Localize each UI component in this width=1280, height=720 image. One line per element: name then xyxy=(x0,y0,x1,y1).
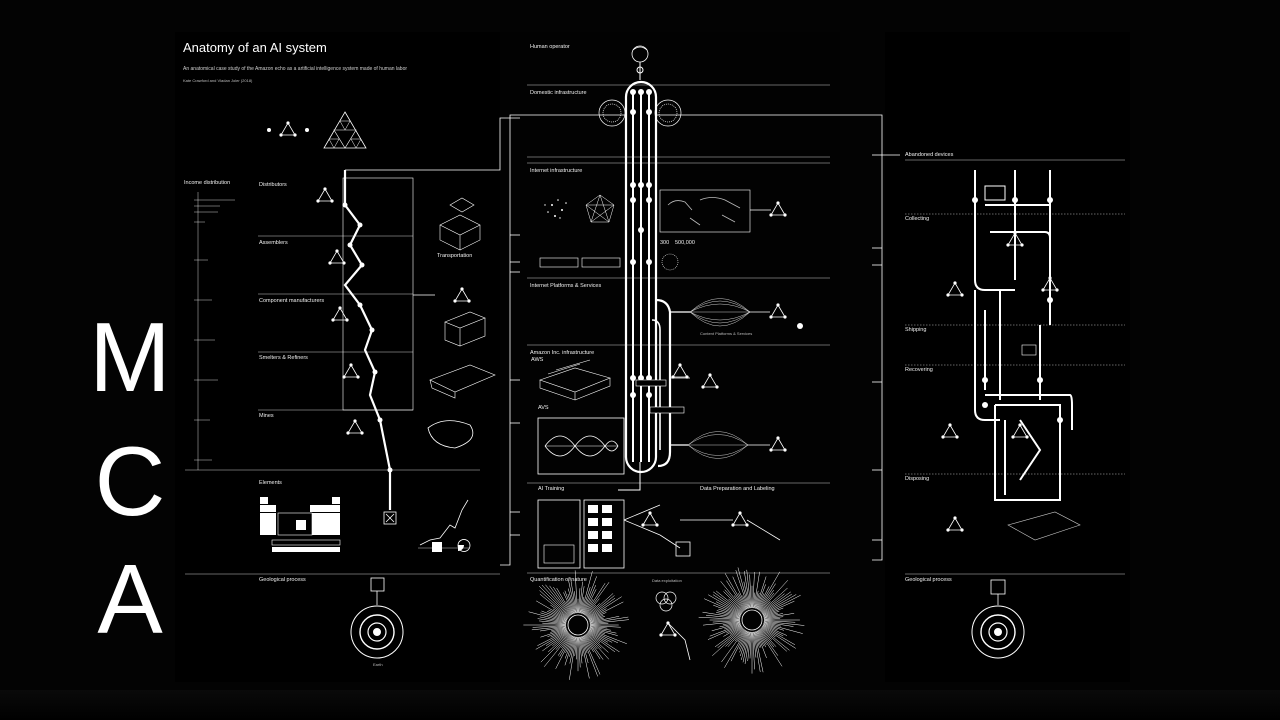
label-income-distribution: Income distribution xyxy=(184,180,231,186)
network-cloud-icon xyxy=(544,199,567,219)
human-operator-icon xyxy=(631,45,649,63)
sierpinski-icon xyxy=(323,111,367,149)
device-circles xyxy=(598,99,682,127)
recycling-flow xyxy=(974,170,1073,501)
label-shipping: Shipping xyxy=(905,327,927,333)
ai-training-chip xyxy=(537,499,581,569)
earth-icon-right xyxy=(971,605,1025,659)
label-assemblers: Assemblers xyxy=(259,240,288,246)
label-internet-platforms: Internet Platforms & Services xyxy=(530,283,602,289)
factory-icon xyxy=(439,197,481,251)
stat-500000: 500,000 xyxy=(675,240,695,246)
label-recovering: Recovering xyxy=(905,367,933,373)
label-disposing: Disposing xyxy=(905,476,930,482)
label-geological-left: Geological process xyxy=(259,577,306,583)
right-panel xyxy=(885,32,1130,682)
server-rack-icon xyxy=(539,359,611,401)
mca-logo-a: A xyxy=(97,544,163,654)
mining-growth-chart xyxy=(419,499,469,546)
mine-landscape-icon xyxy=(427,420,474,449)
label-avs: AVS xyxy=(538,405,549,411)
avs-waveform xyxy=(537,417,625,475)
world-map xyxy=(659,189,751,233)
poster-title: Anatomy of an AI system xyxy=(183,40,327,55)
label-data-exploitation: Data exploitation xyxy=(652,578,682,583)
label-distributors: Distributors xyxy=(259,182,287,188)
venn-diagram-icon xyxy=(655,591,677,612)
label-human-operator: Human operator xyxy=(530,44,570,50)
poster-subtitle: An anatomical case study of the Amazon e… xyxy=(183,66,408,72)
label-aws: AWS xyxy=(531,357,544,363)
label-component-manufacturers: Component manufacturers xyxy=(259,298,325,304)
quantification-rays xyxy=(523,570,630,680)
gallery-floor xyxy=(0,690,1280,720)
income-scale xyxy=(194,192,235,470)
label-elements: Elements xyxy=(259,480,282,486)
mca-logo-c: C xyxy=(94,426,166,536)
ship-icon xyxy=(429,364,496,399)
label-ai-training: AI Training xyxy=(538,486,565,492)
data-exploitation-rays xyxy=(698,567,805,674)
container-icon xyxy=(444,311,486,347)
collection-bin-icon xyxy=(984,185,1006,201)
periodic-table xyxy=(260,497,341,552)
label-collecting: Collecting xyxy=(905,216,930,222)
earth-icon-left xyxy=(350,605,404,659)
label-content-platforms: Content Platforms & Services xyxy=(700,331,753,336)
label-abandoned-devices: Abandoned devices xyxy=(905,152,954,158)
stat-300: 300 xyxy=(660,240,670,246)
label-geological-right: Geological process xyxy=(905,577,952,583)
training-dataset-grid xyxy=(583,499,625,569)
network-star-icon xyxy=(585,194,615,223)
label-transportation: Transportation xyxy=(437,253,473,259)
label-quantification: Quantification of nature xyxy=(530,577,587,583)
label-mines: Mines xyxy=(259,413,274,419)
label-amazon-infrastructure: Amazon Inc. infrastructure xyxy=(530,350,595,356)
central-data-pipeline xyxy=(618,80,672,491)
content-platforms-fan xyxy=(689,298,751,327)
landfill-icon xyxy=(1007,511,1081,541)
poster-authors: Kate Crawford and Vladan Joler (2018) xyxy=(183,78,253,83)
label-smelters: Smelters & Refiners xyxy=(259,355,308,361)
label-internet-infrastructure: Internet infrastructure xyxy=(530,168,583,174)
label-data-preparation: Data Preparation and Labeling xyxy=(700,486,775,492)
mca-logo-m: M xyxy=(89,302,171,412)
labor-triangle-icon xyxy=(278,120,298,138)
pipeline-nodes xyxy=(630,89,652,398)
left-panel xyxy=(175,32,500,682)
label-domestic-infrastructure: Domestic infrastructure xyxy=(530,90,587,96)
label-earth-left: Earth xyxy=(373,662,383,667)
